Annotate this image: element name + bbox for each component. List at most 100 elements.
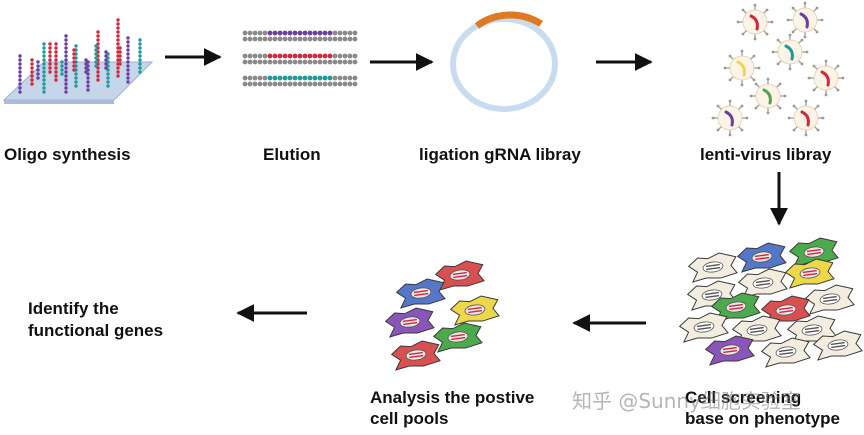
oligo-dot [126,56,130,60]
label-oligo-synthesis: Oligo synthesis [4,145,131,164]
strand-bead [287,30,293,36]
strand-bead [347,36,353,42]
strand-bead [242,81,248,87]
oligo-dot [42,78,46,82]
oligo-dot [54,66,58,70]
oligo-dot [48,42,52,46]
strand-bead [332,53,338,59]
strand-bead [292,75,298,81]
oligo-array-icon [2,18,154,104]
oligo-dot [94,48,98,52]
oligo-dot [60,60,64,64]
oligo-dot [138,62,142,66]
strand-bead [257,53,263,59]
oligo-dot [18,70,22,74]
strand-bead [327,75,333,81]
oligo-dot [30,74,34,78]
cell-icon [678,312,729,343]
oligo-dot [36,60,40,64]
oligo-dot [138,66,142,70]
strand-bead [242,59,248,65]
cell-icon [804,284,855,315]
cell-icon [384,307,435,338]
oligo-dot [18,54,22,58]
oligo-dot [126,48,130,52]
oligo-dot [96,70,100,74]
plasmid-ring-icon [450,11,558,112]
strand-bead [242,53,248,59]
strand-bead [347,30,353,36]
oligo-dot [74,44,78,48]
oligo-dot [72,48,76,52]
strand-bead [302,53,308,59]
strand-bead [322,59,328,65]
strand-bead [272,75,278,81]
oligo-dot [74,72,78,76]
strand-bead [317,75,323,81]
oligo-dot [54,50,58,54]
strand-bead [297,59,303,65]
strand-bead [307,30,313,36]
label-analysis-line1: Analysis the postive [370,388,535,407]
strand-bead [247,30,253,36]
strand-bead [272,59,278,65]
label-analysis-line2: cell pools [370,409,449,428]
strand-bead [277,36,283,42]
strand-bead [277,75,283,81]
oligo-dot [116,74,120,78]
oligo-dot [18,66,22,70]
oligo-dot [48,62,52,66]
oligo-dot [126,44,130,48]
oligo-dot [72,52,76,56]
oligo-dot [36,68,40,72]
oligo-dot [104,58,108,62]
oligo-dot [72,56,76,60]
strand-bead [317,59,323,65]
strand-bead [277,30,283,36]
virus-particle-icon [771,33,809,71]
strand-bead [247,75,253,81]
oligo-dot [64,54,68,58]
oligo-dot [54,74,58,78]
oligo-dot [126,72,130,76]
cell-icon [432,322,483,353]
oligo-dot [48,46,52,50]
strand-bead [287,36,293,42]
cell-icon [784,258,835,289]
oligo-dot [138,50,142,54]
oligo-dot [18,78,22,82]
cell-screening-pool-icon [678,237,863,368]
strand-bead [352,53,358,59]
strand-bead [262,59,268,65]
oligo-dot [42,66,46,70]
oligo-dot [64,62,68,66]
oligo-dot [86,80,90,84]
virus-particle-icon [711,99,749,137]
oligo-dot [64,42,68,46]
oligo-dot [138,70,142,74]
strand-bead [337,81,343,87]
oligo-dot [86,76,90,80]
oligo-dot [42,50,46,54]
oligo-dot [54,78,58,82]
strand-bead [272,81,278,87]
oligo-dot [18,58,22,62]
oligo-dot [106,72,110,76]
strand-bead [292,81,298,87]
oligo-dot [86,84,90,88]
oligo-dot [126,52,130,56]
oligo-dot [74,80,78,84]
oligo-dot [42,58,46,62]
strand-bead [352,75,358,81]
strand-bead [272,53,278,59]
strand-bead [312,36,318,42]
strand-bead [252,75,258,81]
oligo-dot [72,64,76,68]
cell-icon [704,335,755,366]
strand-bead [297,36,303,42]
cell-icon [434,260,485,291]
oligo-dot [42,46,46,50]
oligo-dot [60,72,64,76]
strand-bead [282,36,288,42]
